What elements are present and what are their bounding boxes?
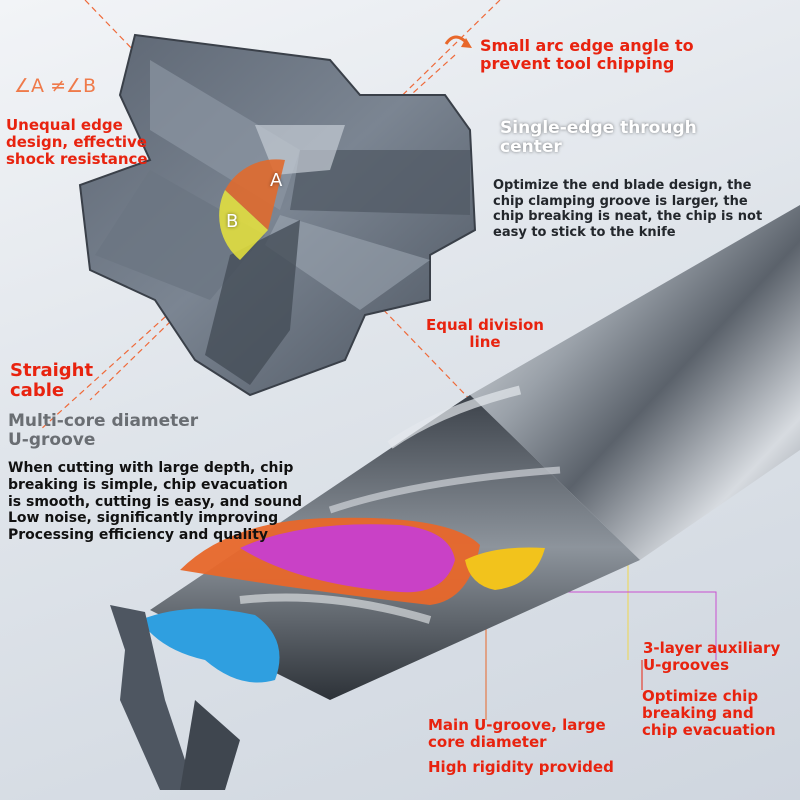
end-view-face [78,33,477,397]
arc-arrow-head-icon [461,38,472,48]
end-mill-side-view [110,205,800,790]
groove-zone-magenta [240,524,455,593]
equal-division-title: Equal division line [425,316,544,351]
three-layer-title: 3-layer auxiliary U-grooves [643,639,781,674]
angle-wedges [219,159,285,260]
groove-zone-yellow [465,547,545,590]
groove-zone-blue [140,608,280,683]
unequal-edge-title: Unequal edge design, effective shock res… [6,116,148,168]
multi-core-title: Multi-core diameter U-groove [8,411,199,451]
single-edge-desc: Optimize the end blade design, the chip … [493,178,763,240]
single-edge-title: Single-edge through center [500,118,697,158]
angle-label-b: B [226,211,239,232]
multi-core-desc: When cutting with large depth, chip brea… [8,460,303,544]
angle-formula: ∠A ≠∠B [14,75,97,97]
angle-label-a: A [270,170,283,191]
three-layer-desc: Optimize chip breaking and chip evacuati… [642,687,776,739]
main-groove-title: Main U-groove, large core diameter [428,716,606,751]
straight-cable-title: Straight cable [10,360,94,402]
small-arc-title: Small arc edge angle to prevent tool chi… [480,36,694,73]
main-groove-desc: High rigidity provided [428,758,614,776]
